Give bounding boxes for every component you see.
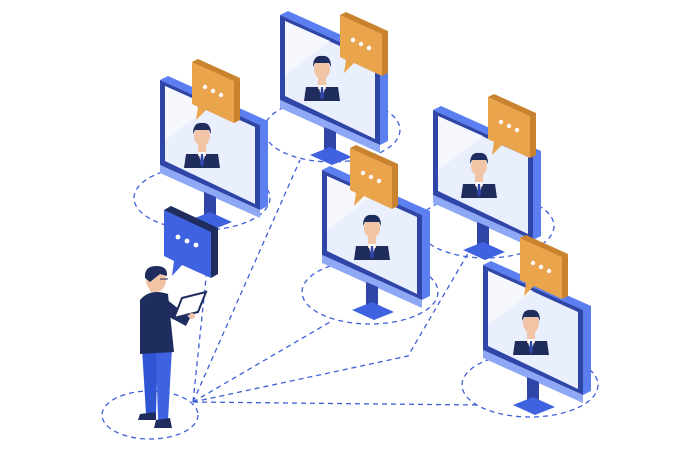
chat-bubble-blue <box>164 206 218 278</box>
monitor-ring-top-left <box>133 165 271 231</box>
connection-lines <box>101 97 599 440</box>
chat-bubble-orange <box>350 145 398 209</box>
man-with-tablet <box>138 266 208 428</box>
tablet <box>172 290 208 320</box>
chat-bubble-orange <box>340 12 388 76</box>
chat-bubble-orange <box>520 235 568 299</box>
chat-bubble-orange <box>488 94 536 158</box>
monitor-ring-right <box>417 193 555 259</box>
monitor-ring-bottom-right <box>461 352 599 418</box>
monitor-ring-top-center <box>263 97 401 163</box>
monitor-ring-center <box>301 259 439 325</box>
chat-bubble-orange <box>192 59 240 123</box>
